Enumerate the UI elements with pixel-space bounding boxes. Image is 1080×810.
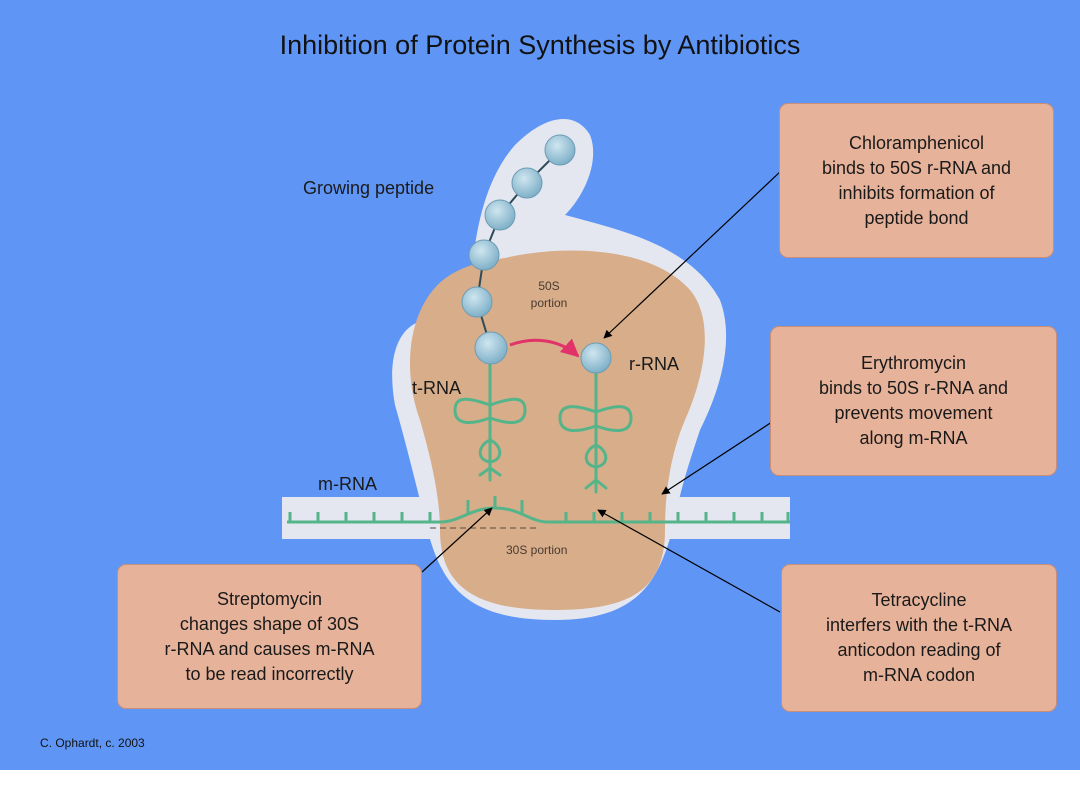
portion-50s-line: portion	[530, 296, 568, 310]
ribosome-diagram	[282, 118, 790, 621]
callout-line: Streptomycin	[216, 588, 323, 609]
peptide-transfer-arrow	[509, 338, 580, 358]
growing-peptide-chain	[461, 134, 612, 374]
callout-line: binds to 50S r-RNA and	[821, 157, 1012, 178]
callout-line: m-RNA codon	[862, 665, 976, 685]
trna-right	[558, 370, 633, 494]
diagram-canvas: Inhibition of Protein Synthesis by Antib…	[0, 0, 1080, 770]
tetracycline-pointer-arrow	[597, 509, 781, 613]
callout-line: along m-RNA	[859, 428, 968, 448]
trna-left	[453, 362, 527, 482]
growing-peptide-label: Growing peptide	[303, 178, 435, 198]
callout-line: Erythromycin	[860, 353, 967, 373]
callout-line: inhibits formation of	[838, 182, 995, 203]
incoming-amino-acid-bead	[580, 342, 612, 374]
mrna-strand	[287, 496, 790, 524]
callout-line: to be read incorrectly	[185, 663, 354, 684]
portion-50s-line: 50S	[538, 279, 560, 293]
callout-line: interfers with the t-RNA	[825, 615, 1013, 635]
chloramphenicol-pointer-arrow	[603, 169, 783, 339]
amino-acid-bead	[474, 331, 508, 365]
mrna-label: m-RNA	[318, 474, 377, 494]
callout-line: changes shape of 30S	[179, 613, 360, 634]
chloramphenicol-callout: Chloramphenicol binds to 50S r-RNA and i…	[779, 103, 1054, 258]
rrna-label: r-RNA	[629, 354, 679, 374]
diagram-title: Inhibition of Protein Synthesis by Antib…	[279, 30, 801, 60]
portion-50s-label: 50S portion	[526, 278, 572, 312]
erythromycin-pointer-arrow	[661, 419, 776, 495]
trna-label: t-RNA	[412, 378, 461, 398]
callout-line: r-RNA and causes m-RNA	[164, 638, 375, 659]
portion-30s-label: 30S portion	[506, 543, 568, 557]
callout-line: peptide bond	[864, 207, 969, 228]
amino-acid-bead	[461, 286, 493, 318]
streptomycin-pointer-arrow	[421, 507, 493, 573]
credit-text: C. Ophardt, c. 2003	[40, 736, 145, 750]
streptomycin-callout: Streptomycin changes shape of 30S r-RNA …	[117, 564, 422, 709]
callout-line: anticodon reading of	[837, 640, 1001, 660]
amino-acid-bead	[544, 134, 576, 166]
callout-line: prevents movement	[834, 403, 993, 423]
callout-line: binds to 50S r-RNA and	[818, 378, 1009, 398]
amino-acid-bead	[468, 239, 500, 271]
amino-acid-bead	[484, 199, 516, 231]
erythromycin-callout: Erythromycin binds to 50S r-RNA and prev…	[770, 326, 1057, 476]
amino-acid-bead	[511, 167, 543, 199]
tetracycline-callout: Tetracycline interfers with the t-RNA an…	[781, 564, 1057, 712]
callout-line: Chloramphenicol	[848, 132, 985, 153]
callout-line: Tetracycline	[871, 590, 967, 610]
